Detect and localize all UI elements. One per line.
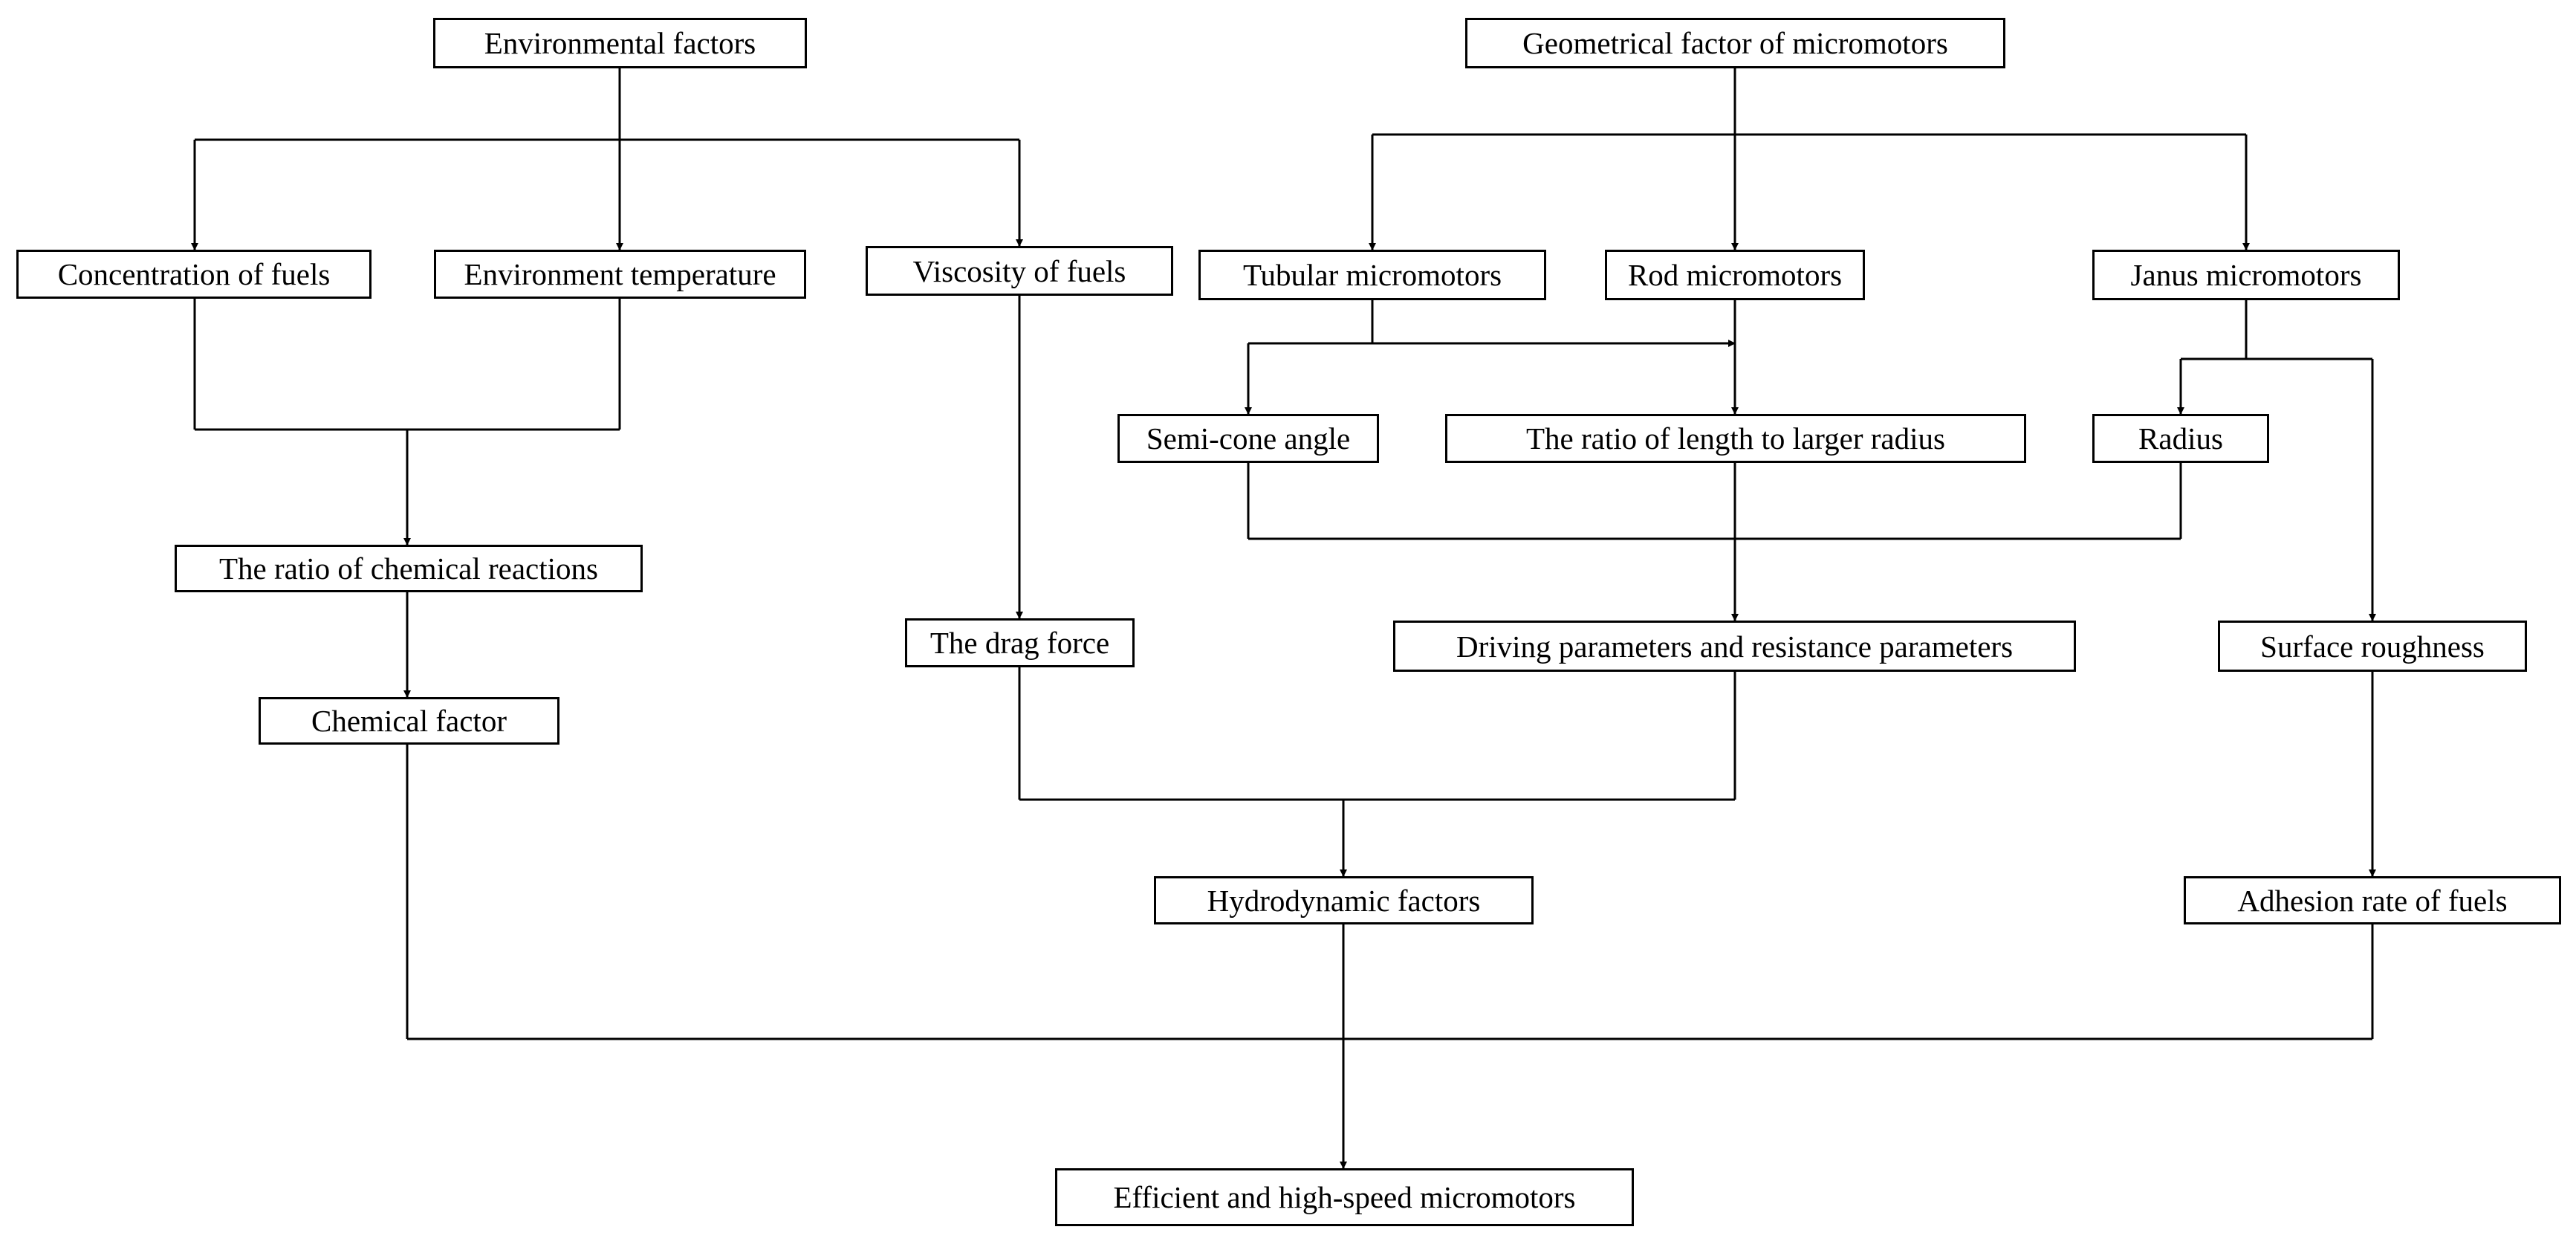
node-chemical-factor: Chemical factor (259, 697, 559, 745)
node-ratio-chemical-reactions: The ratio of chemical reactions (175, 545, 643, 592)
node-surface-roughness: Surface roughness (2218, 621, 2527, 672)
node-radius: Radius (2092, 414, 2269, 463)
node-geometrical-factor: Geometrical factor of micromotors (1465, 18, 2005, 68)
node-tubular-micromotors: Tubular micromotors (1198, 250, 1546, 300)
node-concentration-of-fuels: Concentration of fuels (16, 250, 372, 299)
node-environmental-factors: Environmental factors (433, 18, 807, 68)
node-drag-force: The drag force (905, 618, 1135, 667)
node-environment-temperature: Environment temperature (434, 250, 806, 299)
node-hydrodynamic-factors: Hydrodynamic factors (1154, 876, 1534, 924)
node-ratio-length-radius: The ratio of length to larger radius (1445, 414, 2026, 463)
node-adhesion-rate: Adhesion rate of fuels (2184, 876, 2561, 924)
node-driving-resistance: Driving parameters and resistance parame… (1393, 621, 2076, 672)
node-viscosity-of-fuels: Viscosity of fuels (866, 246, 1173, 296)
node-semi-cone-angle: Semi-cone angle (1117, 414, 1379, 463)
node-rod-micromotors: Rod micromotors (1605, 250, 1865, 300)
node-efficient-micromotors: Efficient and high-speed micromotors (1055, 1168, 1634, 1226)
node-janus-micromotors: Janus micromotors (2092, 250, 2400, 300)
